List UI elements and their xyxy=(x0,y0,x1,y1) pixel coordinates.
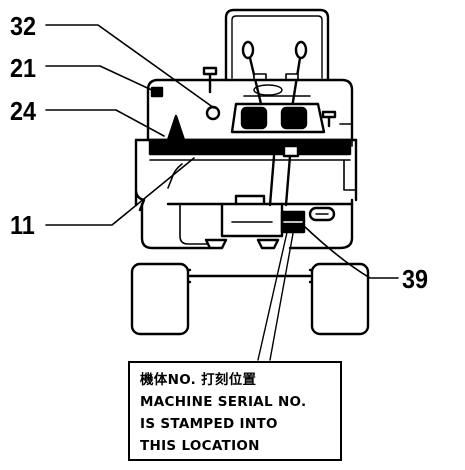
leader-note-right xyxy=(269,227,295,361)
callout-21: 21 xyxy=(10,53,37,83)
side-bracket xyxy=(343,159,357,191)
callout-39: 39 xyxy=(402,264,429,294)
seat-back xyxy=(224,8,330,82)
leader-note-left xyxy=(257,227,289,361)
lower-body xyxy=(140,198,354,250)
axle-housing xyxy=(204,194,306,250)
callout-32: 32 xyxy=(10,11,37,41)
note-line-2: IS STAMPED INTO xyxy=(140,416,278,432)
leader-32 xyxy=(45,24,215,109)
rear-axle xyxy=(182,268,320,284)
callout-24: 24 xyxy=(10,96,37,126)
control-levers xyxy=(241,40,308,110)
leader-lines xyxy=(45,24,399,361)
note-line-1: MACHINE SERIAL NO. xyxy=(140,394,307,410)
callout-11: 11 xyxy=(10,210,35,240)
center-shaft xyxy=(268,144,300,207)
panel-knobs xyxy=(150,66,337,128)
side-panel-curve xyxy=(167,163,183,189)
note-line-3: THIS LOCATION xyxy=(140,438,260,454)
right-wheel xyxy=(310,262,370,336)
leader-11 xyxy=(45,157,195,226)
note-line-japanese: 機体NO. 打刻位置 xyxy=(140,372,257,388)
frame-bar xyxy=(148,123,353,161)
leader-24 xyxy=(45,109,165,137)
leader-21 xyxy=(45,65,157,93)
serial-number-note-box: 機体NO. 打刻位置 MACHINE SERIAL NO. IS STAMPED… xyxy=(128,361,342,461)
left-wheel xyxy=(130,262,190,336)
leader-39 xyxy=(303,225,399,279)
